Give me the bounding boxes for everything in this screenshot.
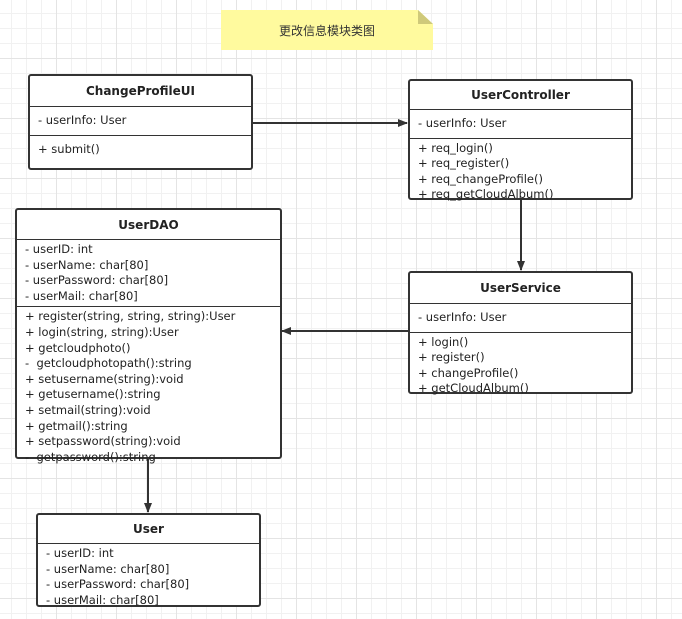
method: + setmail(string):void [25,402,151,417]
method: + req_login() [418,140,493,155]
method: + register(string, string, string):User [25,309,236,324]
class-name: UserController [410,81,631,110]
attribute: - userInfo: User [38,113,127,127]
method: + setpassword(string):void [25,434,181,449]
attributes-section: - userID: int- userName: char[80]- userP… [17,240,280,308]
method: + req_changeProfile() [418,171,543,186]
class-name: User [38,515,259,544]
class-userservice[interactable]: UserService - userInfo: User + login()+ re… [408,271,633,395]
attribute: - userName: char[80] [46,561,170,576]
attributes-section: - userInfo: User [410,110,631,139]
attribute: - userInfo: User [418,116,507,130]
method: + getCloudAlbum() [418,381,529,396]
class-name: ChangeProfileUI [30,76,251,107]
method: + getusername():string [25,387,161,402]
attribute: - userID: int [46,546,114,560]
class-usercontroller[interactable]: UserController - userInfo: User + req_logi… [408,79,633,201]
attribute: - userPassword: char[80] [25,273,169,288]
method: + login(string, string):User [25,324,179,339]
attribute: - userPassword: char[80] [46,577,190,592]
method: + changeProfile() [418,365,519,380]
attribute: - userInfo: User [418,310,507,324]
method: - getpassword():string [25,449,156,464]
methods-section: + req_login()+ req_register()+ req_chang… [410,139,631,205]
class-name: UserService [410,273,631,304]
method: + register() [418,350,485,365]
methods-section: + register(string, string, string):User+… [17,307,280,467]
attributes-section: - userInfo: User [410,304,631,333]
attribute: - userID: int [25,242,93,256]
note-text: 更改信息模块类图 [278,23,375,38]
method: + req_register() [418,156,510,171]
method: + setusername(string):void [25,371,184,386]
attribute: - userName: char[80] [25,257,149,272]
method: + getmail():string [25,418,128,433]
class-user[interactable]: User- userID: int- userName: char[80]- u… [36,513,261,607]
attributes-section: - userID: int- userName: char[80]- userP… [38,544,259,610]
method: - getcloudphotopath():string [25,356,192,371]
methods-section: + login()+ register()+ changeProfile()+ … [410,333,631,399]
attribute: - userMail: char[80] [46,592,159,607]
method: + submit() [38,141,100,156]
method: + login() [418,334,469,349]
class-changeprofileui[interactable]: ChangeProfileUI - userInfo: User + submit(… [28,74,253,170]
attributes-section: - userInfo: User [30,107,251,136]
method: + req_getCloudAlbum() [418,187,554,202]
methods-section: + submit() [30,136,251,164]
diagram-title-note: 更改信息模块类图 [221,10,433,50]
method: + getcloudphoto() [25,340,131,355]
class-name: UserDAO [17,210,280,240]
attribute: - userMail: char[80] [25,288,138,303]
class-userdao[interactable]: UserDAO- userID: int- userName: char[80]… [15,208,282,464]
